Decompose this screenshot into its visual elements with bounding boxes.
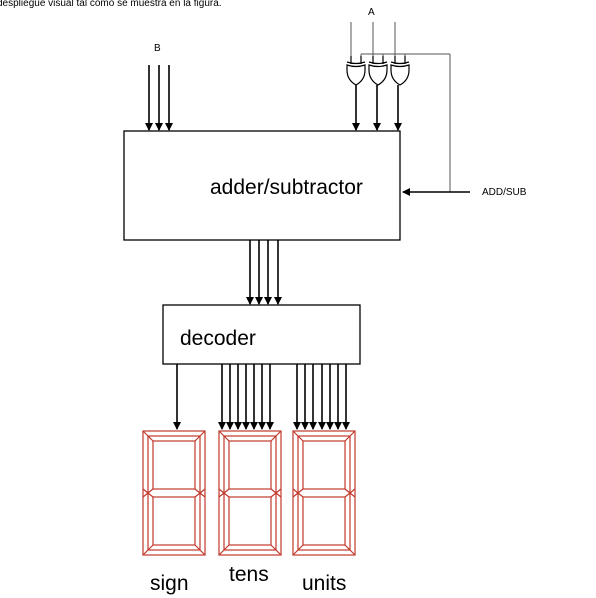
tens-display-icon xyxy=(218,430,282,556)
tens-label: tens xyxy=(229,563,269,586)
decoder-label: decoder xyxy=(180,327,256,350)
input-b-label: B xyxy=(154,43,161,54)
units-label: units xyxy=(302,572,346,595)
input-a-label: A xyxy=(368,7,375,18)
xor-gate-icon xyxy=(390,55,410,86)
header-caption: despliegue visual tal como se muestra en… xyxy=(0,0,222,9)
xor-gates xyxy=(346,55,410,86)
decoder-output-wires xyxy=(173,364,350,430)
units-display-icon xyxy=(292,430,356,556)
input-b-wires xyxy=(145,65,173,131)
decoder-block xyxy=(162,304,361,365)
xor-output-wires xyxy=(352,85,402,131)
input-a-wires xyxy=(350,22,451,192)
adder-subtractor-block xyxy=(123,130,401,241)
sign-display-icon xyxy=(142,430,206,556)
sum-bus-wires xyxy=(246,240,282,305)
control-label: ADD/SUB xyxy=(482,187,527,198)
sign-label: sign xyxy=(150,572,189,595)
adder-subtractor-label: adder/subtractor xyxy=(210,176,363,199)
xor-gate-icon xyxy=(346,55,366,86)
xor-gate-icon xyxy=(368,55,388,86)
